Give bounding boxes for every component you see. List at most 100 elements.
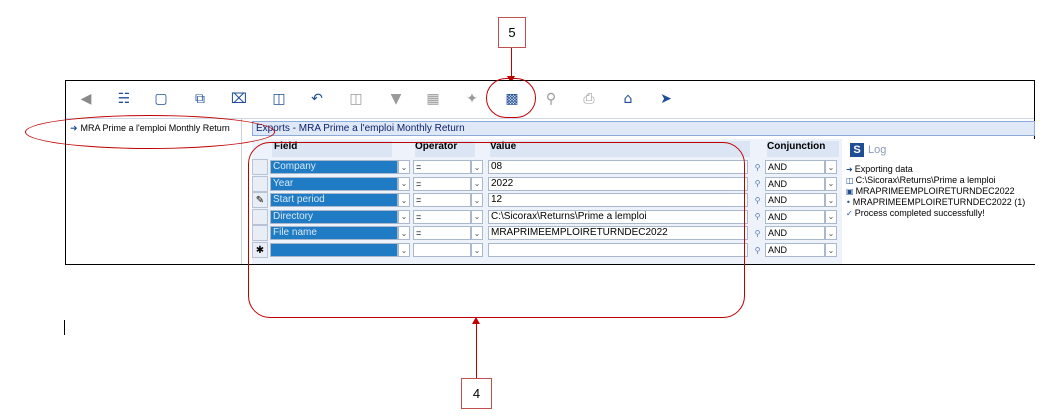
table-row: Directory ⌄ = ⌄ C:\Sicorax\Returns\Prime… [252,208,842,225]
wizard-icon[interactable]: ✦ [466,91,478,107]
log-panel: S Log ➜Exporting data ◫C:\Sicorax\Return… [844,139,1035,264]
lookup-icon[interactable]: ⚲ [754,195,761,205]
column-header-operator: Operator [415,141,475,157]
conjunction-select[interactable]: AND [765,209,825,224]
chevron-down-icon[interactable]: ⌄ [825,209,837,224]
row-selector[interactable] [252,225,268,242]
field-select[interactable]: Start period [270,193,398,208]
operator-select[interactable]: = [413,209,471,224]
home-icon[interactable]: ⌂ [623,91,633,107]
chevron-down-icon[interactable]: ⌄ [471,176,483,191]
chevron-down-icon[interactable]: ⌄ [471,209,483,224]
copy-document-icon[interactable]: ⧉ [195,91,205,107]
chevron-down-icon[interactable]: ⌄ [825,243,837,257]
chevron-down-icon[interactable]: ⌄ [471,226,483,241]
row-selector[interactable] [252,175,268,192]
highlight-5 [486,78,536,118]
chevron-down-icon[interactable]: ⌄ [398,193,410,208]
conjunction-select[interactable]: AND [765,226,825,241]
log-line-text: Process completed successfully! [854,208,985,218]
folder-icon: ◫ [846,176,854,185]
lookup-icon[interactable]: ⚲ [754,228,761,238]
operator-select[interactable]: = [413,226,471,241]
arrow-icon: ➜ [846,165,853,174]
column-header-field: Field [272,141,392,157]
callout-4-arrow [476,323,477,378]
tree-icon[interactable]: ☵ [117,91,131,107]
report-icon[interactable]: ▦ [426,91,440,107]
value-input[interactable]: 2022 [488,176,748,191]
chevron-down-icon[interactable]: ⌄ [398,160,410,174]
value-input[interactable]: 08 [488,160,748,174]
operator-select[interactable]: = [413,176,471,191]
column-header-conjunction: Conjunction [767,141,839,157]
field-select[interactable]: Company [270,160,398,174]
log-line: ◫C:\Sicorax\Returns\Prime a lemploi [846,175,996,185]
field-select[interactable]: File name [270,226,398,241]
run-icon[interactable]: ➤ [660,91,672,107]
table-row: ✱ ⌄ ⌄ ⚲ AND ⌄ [252,242,842,258]
conjunction-select[interactable]: AND [765,160,825,174]
lookup-icon[interactable]: ⚲ [754,162,761,172]
highlight-4 [248,142,745,318]
conjunction-select[interactable]: AND [765,243,825,257]
operator-select[interactable]: = [413,193,471,208]
dot-icon: • [846,198,851,207]
delete-document-icon[interactable]: ⌧ [230,91,248,107]
lookup-icon[interactable]: ⚲ [754,179,761,189]
callout-5-arrow [511,48,512,76]
undo-icon[interactable]: ↶ [311,91,323,107]
row-selector[interactable]: ✎ [252,192,268,209]
chevron-down-icon[interactable]: ⌄ [398,176,410,191]
log-line-text: C:\Sicorax\Returns\Prime a lemploi [855,175,996,185]
zoom-icon[interactable]: ⚲ [545,91,557,107]
log-line-text: MRAPRIMEEMPLOIRETURNDEC2022 [855,186,1015,196]
table-row: Year ⌄ = ⌄ 2022 ⚲ AND ⌄ [252,175,842,192]
back-icon[interactable]: ◀ [80,91,92,107]
conjunction-select[interactable]: AND [765,176,825,191]
table-row: File name ⌄ = ⌄ MRAPRIMEEMPLOIRETURNDEC2… [252,225,842,242]
app-window: ◀ ☵ ▢ ⧉ ⌧ ◫ ↶ ◫ ▼ ▦ ✦ ▩ ⚲ ⎙ ⌂ ➤ ➜MRA Pri… [65,80,1035,265]
file-icon: ▣ [846,187,854,196]
exports-header: Exports - MRA Prime a l'emploi Monthly R… [252,121,1035,136]
log-line: •MRAPRIMEEMPLOIRETURNDEC2022 (1) [846,197,1025,207]
field-select[interactable]: Directory [270,209,398,224]
chevron-down-icon[interactable]: ⌄ [825,160,837,174]
chevron-down-icon[interactable]: ⌄ [825,226,837,241]
log-title: S Log [850,143,886,157]
toolbar: ◀ ☵ ▢ ⧉ ⌧ ◫ ↶ ◫ ▼ ▦ ✦ ▩ ⚲ ⎙ ⌂ ➤ [66,81,1034,119]
new-document-icon[interactable]: ▢ [154,91,168,107]
lookup-icon[interactable]: ⚲ [754,245,761,255]
field-select[interactable]: Year [270,176,398,191]
chevron-down-icon[interactable]: ⌄ [398,226,410,241]
check-icon: ✓ [846,209,853,218]
print-icon[interactable]: ⎙ [583,91,595,107]
row-selector[interactable] [252,208,268,225]
filter-grid: Field Operator Value Conjunction Company… [252,139,842,264]
chevron-down-icon[interactable]: ⌄ [825,176,837,191]
chevron-down-icon[interactable]: ⌄ [471,243,483,257]
filter-icon[interactable]: ▼ [390,91,402,107]
field-select[interactable] [270,243,398,257]
preview-icon[interactable]: ◫ [349,91,363,107]
save-icon[interactable]: ◫ [272,91,286,107]
chevron-down-icon[interactable]: ⌄ [398,243,410,257]
log-line: ➜Exporting data [846,164,913,174]
lookup-icon[interactable]: ⚲ [754,212,761,222]
value-input[interactable]: C:\Sicorax\Returns\Prime a lemploi [488,209,748,224]
callout-5: 5 [498,17,526,48]
chevron-down-icon[interactable]: ⌄ [825,193,837,208]
operator-select[interactable] [413,243,471,257]
log-line: ▣MRAPRIMEEMPLOIRETURNDEC2022 [846,186,1015,196]
chevron-down-icon[interactable]: ⌄ [398,209,410,224]
operator-select[interactable]: = [413,160,471,174]
value-input[interactable] [488,243,748,257]
value-input[interactable]: MRAPRIMEEMPLOIRETURNDEC2022 [488,226,748,241]
callout-5-arrowhead [507,76,515,83]
chevron-down-icon[interactable]: ⌄ [471,160,483,174]
chevron-down-icon[interactable]: ⌄ [471,193,483,208]
log-line-text: Exporting data [854,164,913,174]
row-selector[interactable]: ✱ [252,242,268,258]
conjunction-select[interactable]: AND [765,193,825,208]
value-input[interactable]: 12 [488,193,748,208]
